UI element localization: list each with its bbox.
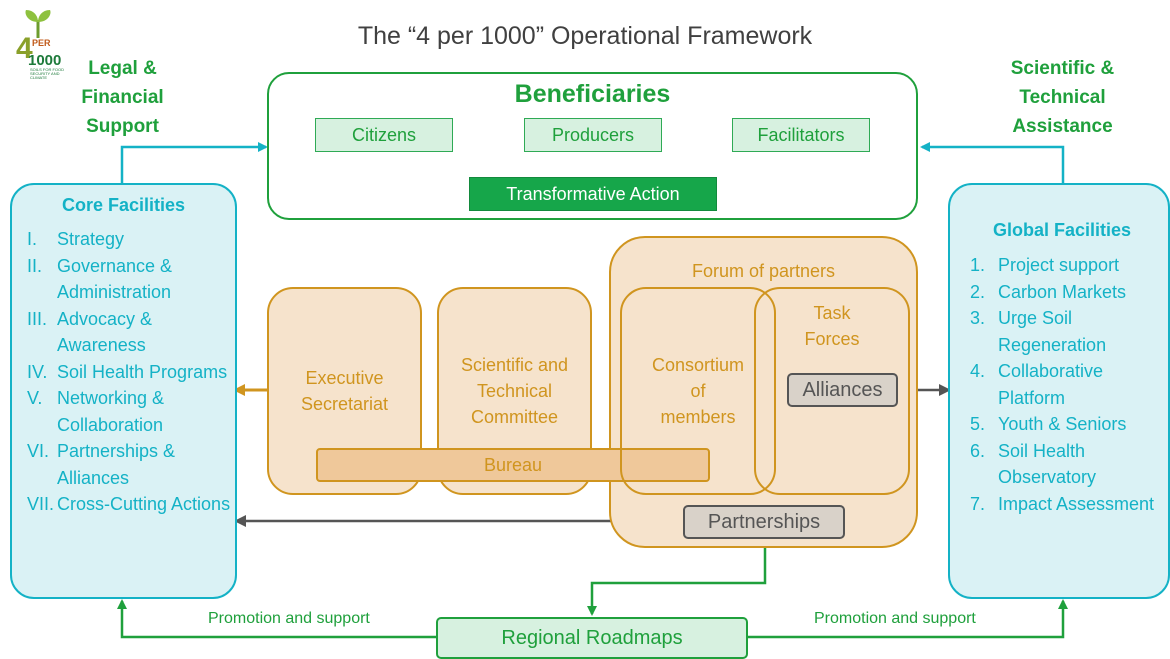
item-number: II. — [27, 255, 43, 276]
item-number: I. — [27, 229, 38, 249]
list-item: 7. Impact Assessment — [970, 491, 1168, 518]
label-legal-financial-support: Legal & Financial Support — [60, 54, 185, 141]
label-line: Assistance — [1012, 116, 1113, 137]
logo-tagline: SOILS FOR FOOD SECURITY AND CLIMATE — [30, 67, 65, 80]
item-text: Impact Assessment — [998, 493, 1155, 514]
label-line: Scientific & — [1010, 58, 1115, 79]
alliances-box: Alliances — [787, 373, 898, 407]
item-text: Strategy — [57, 229, 125, 249]
core-facilities-panel — [10, 183, 237, 599]
task-forces-label: Task Forces — [754, 300, 910, 352]
item-text: Soil Health Programs — [57, 361, 228, 382]
list-item: VII.Cross-Cutting Actions — [27, 491, 232, 518]
list-item: 1. Project support — [970, 252, 1168, 279]
arrow-roadmaps-to-global — [748, 599, 1068, 639]
logo-thousand: 1000 — [28, 52, 62, 69]
item-text: Project support — [998, 255, 1120, 275]
label-line: Consortium — [651, 355, 745, 375]
core-facilities-list: I. Strategy II. Governance & Administratio… — [27, 226, 232, 518]
list-item: III. Advocacy & Awareness — [27, 306, 232, 359]
item-number: 1. — [970, 255, 986, 275]
label-line: Support — [86, 116, 159, 137]
consortium-of-members-box — [620, 287, 776, 495]
arrow-global-to-beneficiaries — [920, 142, 1065, 183]
label-line: Executive — [305, 368, 384, 388]
item-text: Advocacy & Awareness — [57, 308, 153, 356]
list-item: II. Governance & Administration — [27, 253, 232, 306]
task-forces-box — [754, 287, 910, 495]
beneficiaries-title: Beneficiaries — [514, 80, 671, 108]
logo-4per1000: 4 PER 1000 SOILS FOR FOOD SECURITY AND C… — [14, 8, 66, 80]
list-item: 6. Soil Health Observatory — [970, 438, 1168, 491]
promotion-support-left: Promotion and support — [208, 610, 370, 627]
label-line: Technical — [476, 381, 553, 401]
label-line: Financial — [81, 87, 164, 108]
item-number: 7. — [970, 493, 986, 514]
list-item: 2. Carbon Markets — [970, 279, 1168, 306]
label-scientific-technical-assistance: Scientific & Technical Assistance — [990, 54, 1135, 141]
item-number: 2. — [970, 281, 986, 302]
item-number: IV. — [27, 361, 48, 382]
item-number: III. — [27, 308, 48, 329]
item-number: 3. — [970, 308, 986, 328]
sprout-icon — [25, 10, 51, 38]
item-text: Partnerships & Alliances — [57, 441, 176, 488]
list-item: 3. Urge Soil Regeneration — [970, 305, 1168, 358]
item-number: 4. — [970, 361, 986, 381]
producers-box: Producers — [524, 118, 662, 152]
global-facilities-list: 1. Project support 2. Carbon Markets 3. Urg… — [970, 252, 1168, 517]
arrow-roadmaps-to-core — [117, 599, 436, 639]
item-number: 5. — [970, 414, 986, 434]
facilitators-box: Facilitators — [732, 118, 870, 152]
label-line: Task — [813, 303, 851, 323]
consortium-of-members-label: Consortium of members — [620, 352, 776, 430]
item-text: Governance & Administration — [57, 255, 173, 303]
list-item: IV. Soil Health Programs — [27, 359, 232, 386]
item-text: Soil Health Observatory — [998, 440, 1097, 488]
item-number: V. — [27, 388, 43, 408]
label-line: Forces — [804, 329, 860, 349]
global-facilities-title: Global Facilities — [992, 220, 1132, 240]
list-item: VI. Partnerships & Alliances — [27, 438, 232, 491]
list-item: 4. Collaborative Platform — [970, 358, 1168, 411]
arrow-forum-to-roadmaps — [587, 548, 767, 616]
label-line: Committee — [470, 407, 559, 427]
item-text: Cross-Cutting Actions — [57, 494, 231, 514]
label-line: members — [660, 407, 736, 427]
label-line: Secretariat — [300, 394, 389, 414]
bureau-box: Bureau — [316, 448, 710, 482]
list-item: V. Networking & Collaboration — [27, 385, 232, 438]
item-number: 6. — [970, 440, 986, 461]
transformative-action-box: Transformative Action — [469, 177, 717, 211]
logo-number: 4 — [16, 32, 33, 65]
list-item: I. Strategy — [27, 226, 232, 253]
promotion-support-right: Promotion and support — [814, 610, 976, 627]
citizens-box: Citizens — [315, 118, 453, 152]
arrow-core-to-beneficiaries — [120, 142, 268, 183]
label-line: Technical — [1019, 87, 1106, 108]
label-line: of — [690, 381, 706, 401]
item-text: Youth & Seniors — [998, 414, 1127, 434]
item-text: Urge Soil Regeneration — [998, 308, 1107, 355]
item-number: VI. — [27, 441, 50, 461]
item-text: Networking & Collaboration — [57, 388, 165, 435]
regional-roadmaps-box: Regional Roadmaps — [436, 617, 748, 659]
logo-per: PER — [32, 38, 51, 48]
core-facilities-title: Core Facilities — [61, 195, 186, 215]
item-number: VII. — [27, 494, 55, 514]
list-item: 5. Youth & Seniors — [970, 411, 1168, 438]
page-title: The “4 per 1000” Operational Framework — [357, 22, 813, 50]
executive-secretariat-label: Executive Secretariat — [267, 365, 422, 417]
label-line: Legal & — [88, 58, 157, 79]
label-line: Scientific and — [460, 355, 569, 375]
forum-of-partners-label: Forum of partners — [691, 261, 836, 281]
partnerships-box: Partnerships — [683, 505, 845, 539]
item-text: Collaborative Platform — [998, 361, 1104, 408]
scientific-technical-committee-label: Scientific and Technical Committee — [437, 352, 592, 430]
item-text: Carbon Markets — [998, 281, 1127, 302]
